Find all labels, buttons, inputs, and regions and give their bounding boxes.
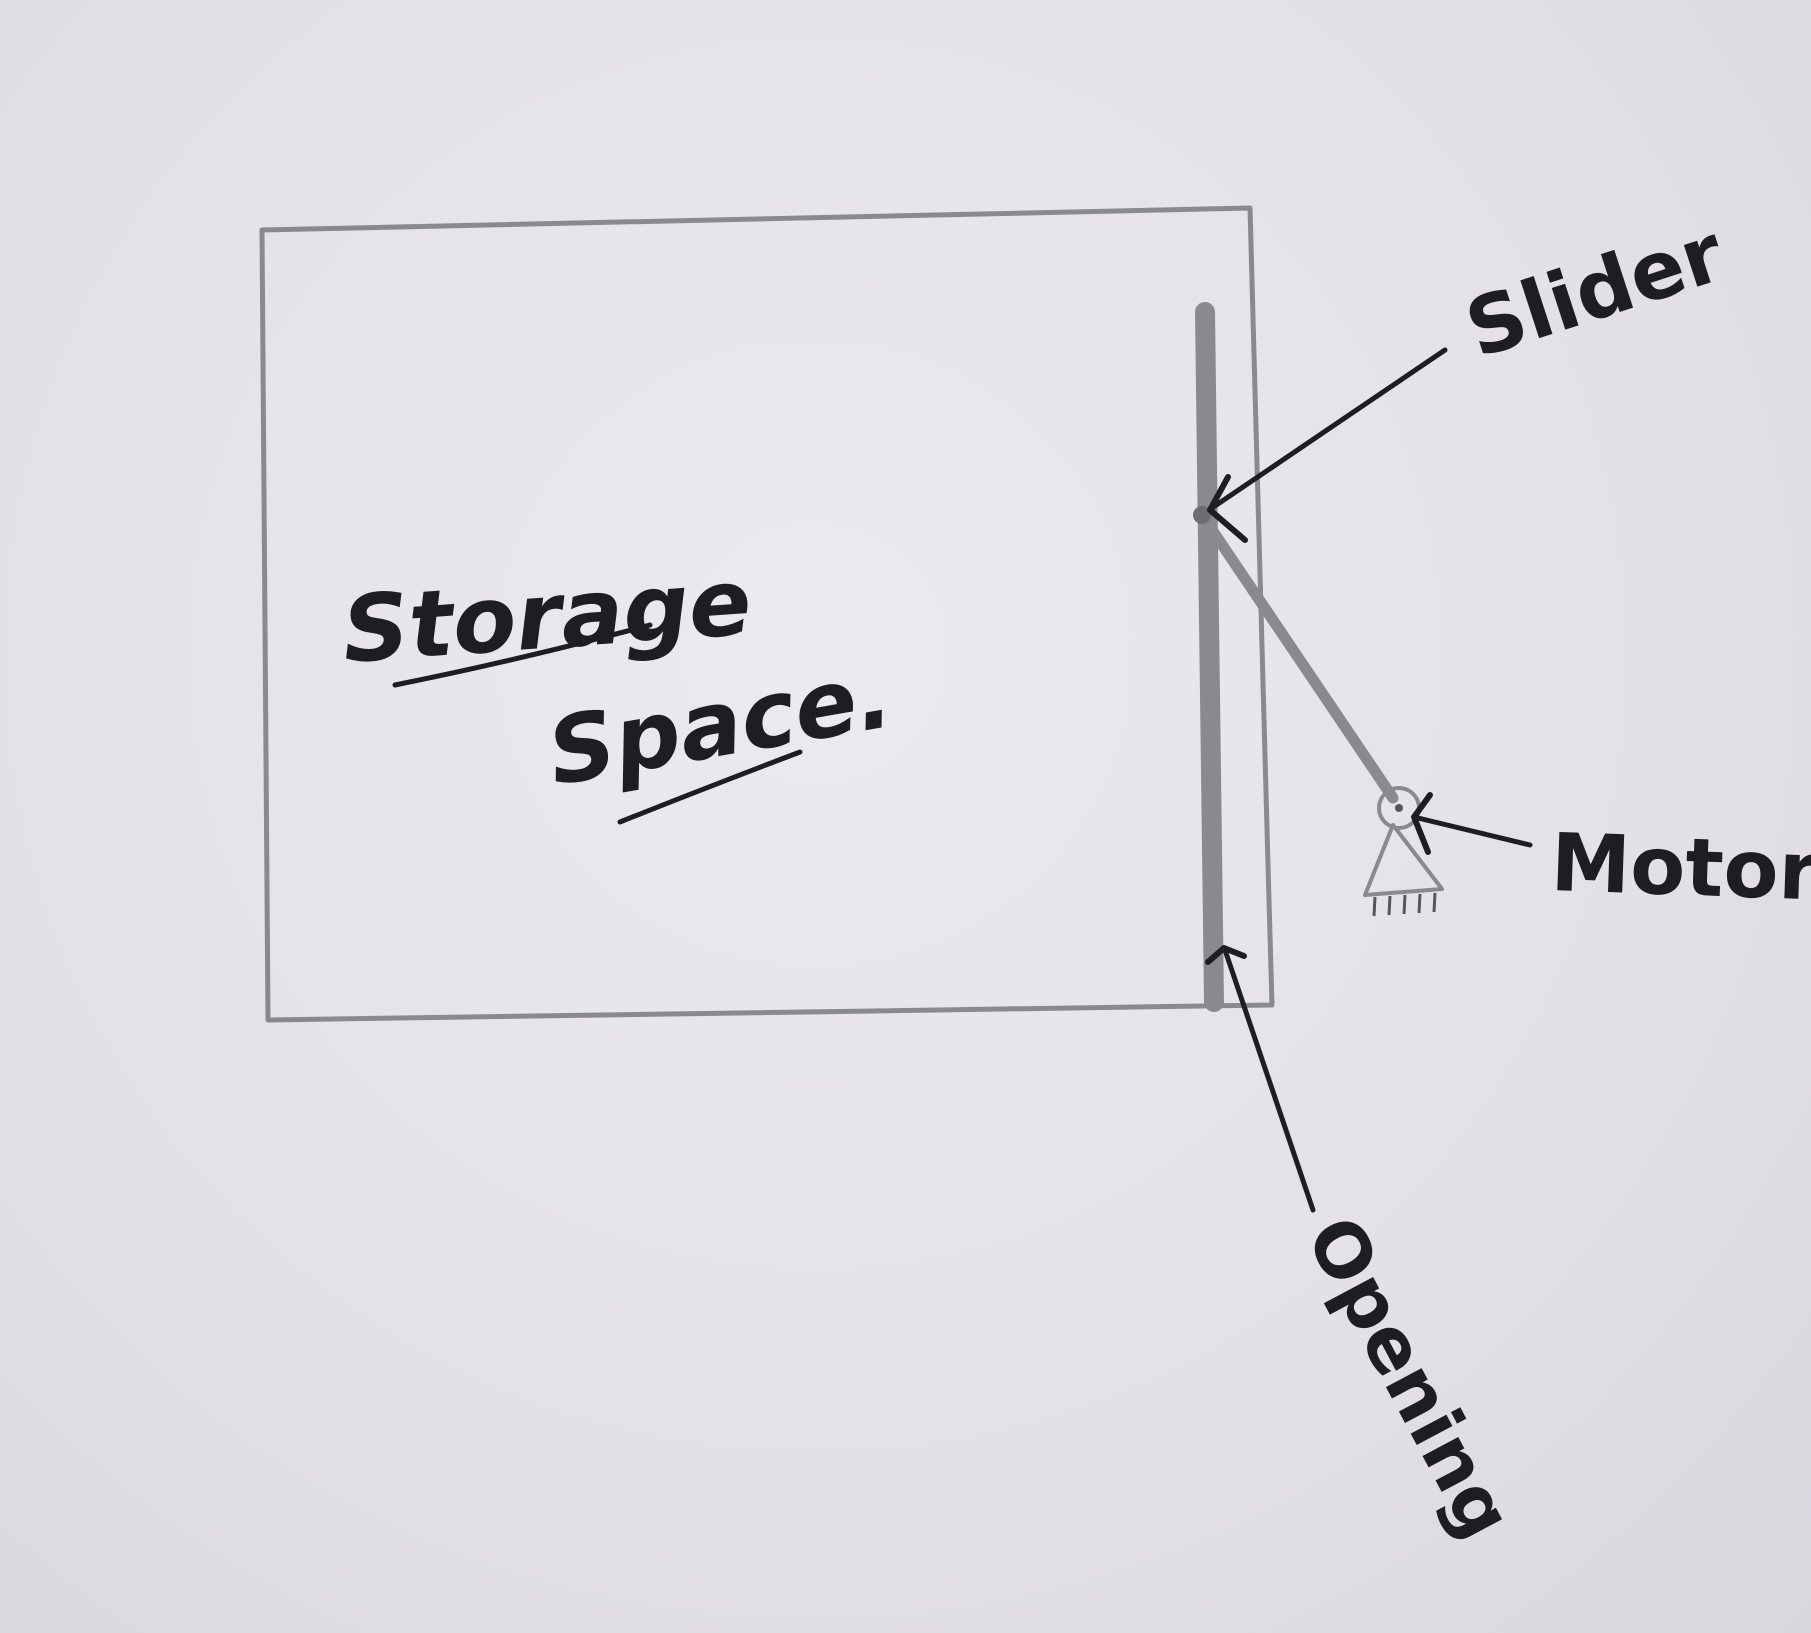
storage-underline xyxy=(392,622,653,688)
slider-callout: Slider xyxy=(1207,206,1735,543)
opening-label: Opening xyxy=(1289,1203,1529,1552)
storage-label-line1: Storage xyxy=(339,549,755,684)
storage-space-label: Storage Space. xyxy=(339,549,900,825)
space-underline xyxy=(617,749,803,825)
motor-callout: Motor. xyxy=(1411,792,1811,919)
motor-center-dot xyxy=(1395,804,1403,812)
slider-label: Slider xyxy=(1455,206,1735,376)
slider-arrow-shaft xyxy=(1209,347,1448,511)
opening-arrow-head xyxy=(1205,945,1247,965)
storage-box-outline xyxy=(259,205,1275,1023)
slider-arrow-head xyxy=(1207,474,1248,543)
motor-label: Motor. xyxy=(1549,816,1811,919)
slider-bar xyxy=(1195,302,1224,1012)
motor-arrow-head xyxy=(1411,792,1433,855)
opening-callout: Opening xyxy=(1205,945,1529,1552)
ground-hatching xyxy=(1372,892,1437,917)
motor-support-triangle xyxy=(1363,823,1444,897)
opening-arrow-shaft xyxy=(1222,947,1316,1213)
slider-pivot xyxy=(1193,506,1211,524)
motor-arrow-shaft xyxy=(1415,815,1533,848)
connecting-rod xyxy=(1196,509,1399,804)
